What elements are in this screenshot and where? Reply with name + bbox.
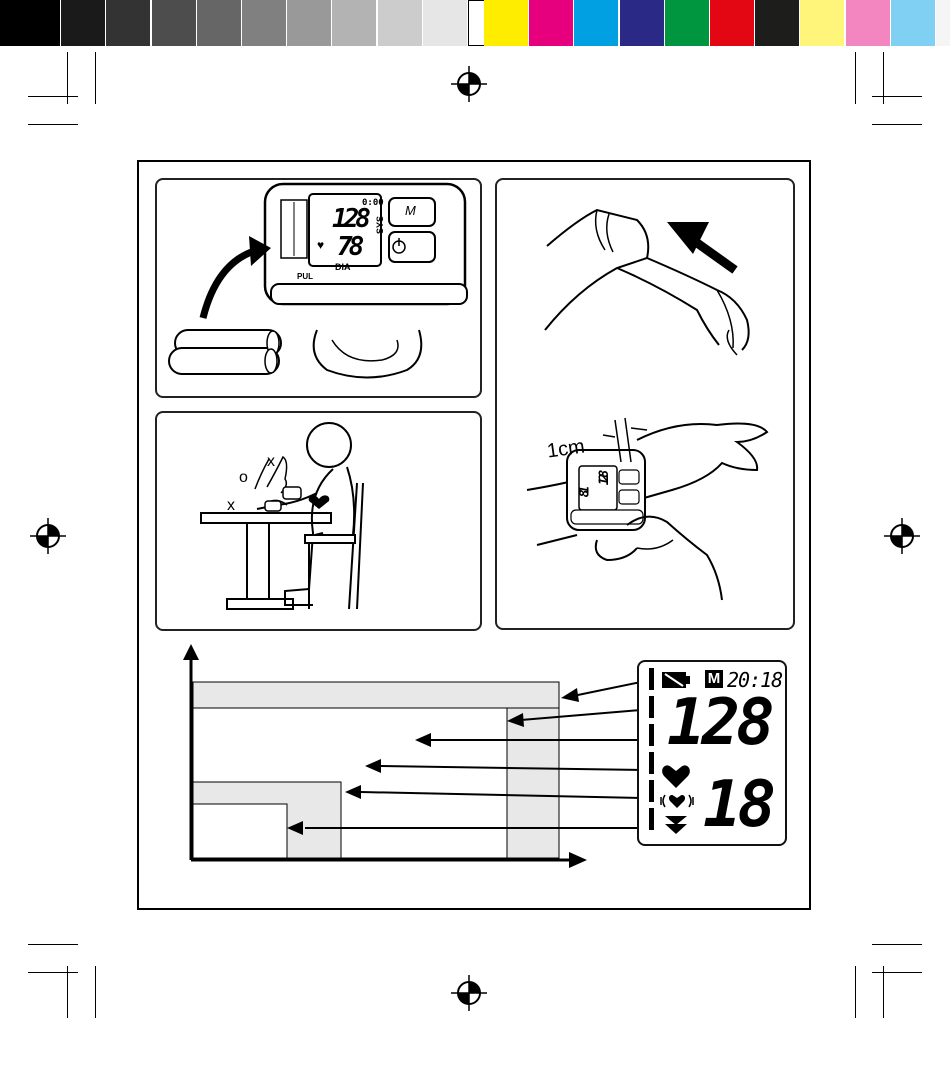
gray-swatch (332, 0, 376, 46)
crop-mark (28, 944, 78, 945)
wrist-position-illustration (497, 180, 795, 630)
x-axis-arrow (569, 852, 587, 868)
color-swatch (620, 0, 664, 46)
registration-mark-icon (451, 975, 487, 1011)
color-swatch (665, 0, 709, 46)
posture-illustration (157, 413, 482, 631)
gray-swatch (287, 0, 331, 46)
device-diastolic-value: 78 (337, 232, 360, 262)
device-brand: PUL (297, 272, 313, 281)
crop-mark (28, 972, 78, 973)
crop-mark (855, 52, 856, 104)
panel-posture: o x x (155, 411, 482, 631)
crop-mark (67, 966, 68, 1018)
fitting-device-sys: 128 (597, 474, 612, 485)
diastolic-readout: 18 (703, 770, 772, 840)
device-memory-button-label: M (405, 203, 416, 218)
color-swatch (846, 0, 890, 46)
gray-swatch (152, 0, 196, 46)
registration-mark-icon (884, 518, 920, 554)
color-swatch (891, 0, 935, 46)
battery-insertion-illustration (157, 180, 482, 398)
fitting-device-dia: 81 (577, 490, 592, 498)
gray-swatch (378, 0, 422, 46)
gray-swatch (197, 0, 241, 46)
wrong-position-mark-top: x (267, 453, 275, 471)
gray-swatch (106, 0, 150, 46)
color-swatch (574, 0, 618, 46)
color-swatch (936, 0, 950, 46)
crop-mark (883, 966, 884, 1018)
crop-mark (855, 966, 856, 1018)
y-axis-arrow (183, 644, 199, 660)
crop-mark (872, 972, 922, 973)
arrow-head (561, 688, 579, 702)
crop-mark (28, 124, 78, 125)
color-swatch (484, 0, 528, 46)
crop-mark (95, 52, 96, 104)
correct-position-mark: o (239, 469, 248, 487)
registration-mark-icon (451, 66, 487, 102)
crop-mark (28, 96, 78, 97)
color-swatch (710, 0, 754, 46)
device-systolic-value: 128 (332, 204, 367, 234)
crop-mark (95, 966, 96, 1018)
device-dia-label: DIA (335, 262, 351, 272)
heart-icon: ♥ (317, 238, 324, 252)
lcd-indicator-bar (645, 668, 657, 838)
lcd-display: M 20:18 128 18 (637, 660, 787, 846)
systolic-readout: 128 (667, 688, 771, 758)
crop-mark (872, 96, 922, 97)
zone-inner (193, 804, 287, 858)
panel-battery-insertion: 0:00 128 78 ♥ DIA SYS M PUL (155, 178, 482, 398)
gray-swatch (242, 0, 286, 46)
registration-mark-icon (30, 518, 66, 554)
gray-swatch (61, 0, 105, 46)
gray-swatch (423, 0, 467, 46)
panel-wrist-position: 1cm 128 81 (495, 178, 795, 630)
color-swatch (755, 0, 799, 46)
zone-right-band (507, 708, 559, 858)
color-swatch (800, 0, 844, 46)
crop-mark (872, 124, 922, 125)
gray-swatch (16, 0, 60, 46)
deflation-arrow-icon (663, 814, 689, 836)
wrong-position-mark-bottom: x (227, 497, 235, 515)
crop-mark (872, 944, 922, 945)
heart-icon (661, 764, 691, 790)
black-edge-swatch (0, 0, 16, 46)
color-swatch (529, 0, 573, 46)
irregular-heartbeat-icon (659, 792, 695, 810)
device-sys-label: SYS (375, 216, 385, 234)
